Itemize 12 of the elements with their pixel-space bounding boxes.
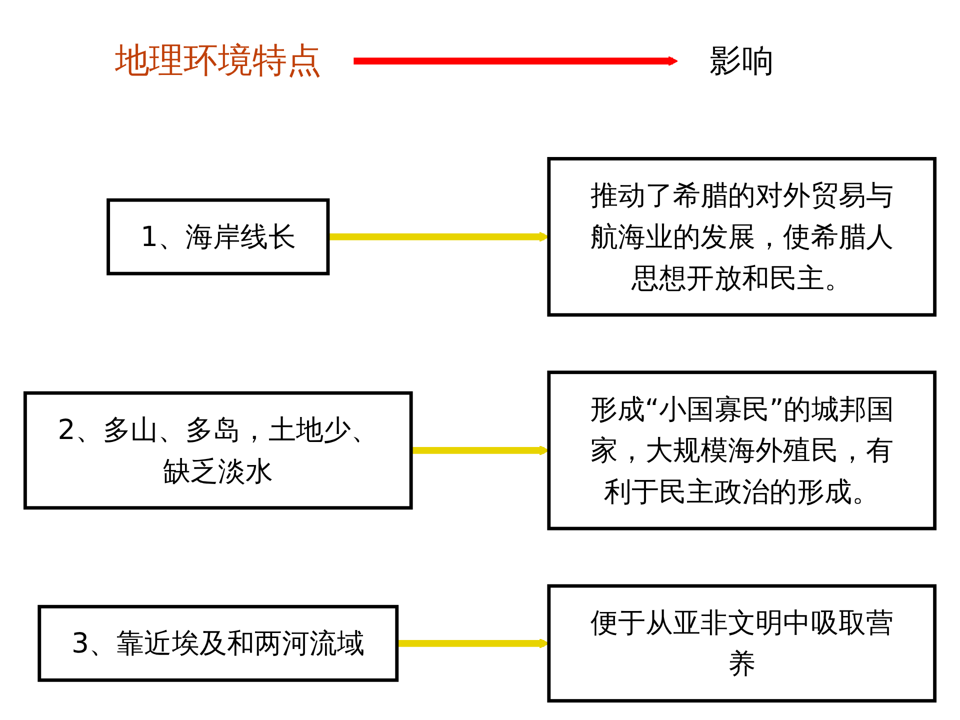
arrow <box>396 638 550 648</box>
arrow <box>411 445 550 456</box>
arrow <box>354 56 678 66</box>
node-box: 1、海岸线长 <box>106 198 330 276</box>
node-box: 便于从亚非文明中吸取营养 <box>547 584 937 703</box>
arrow <box>328 232 550 242</box>
node-text: 地理环境特点 <box>114 41 322 82</box>
node-box: 3、靠近埃及和两河流域 <box>38 604 399 682</box>
node-text: 影响 <box>710 42 774 80</box>
node-box: 形成“小国寡民”的城邦国家，大规模海外殖民，有利于民主政治的形成。 <box>547 370 937 530</box>
node-box: 推动了希腊的对外贸易与航海业的发展，使希腊人思想开放和民主。 <box>547 157 937 317</box>
node-box: 2、多山、多岛，土地少、缺乏淡水 <box>23 391 413 510</box>
